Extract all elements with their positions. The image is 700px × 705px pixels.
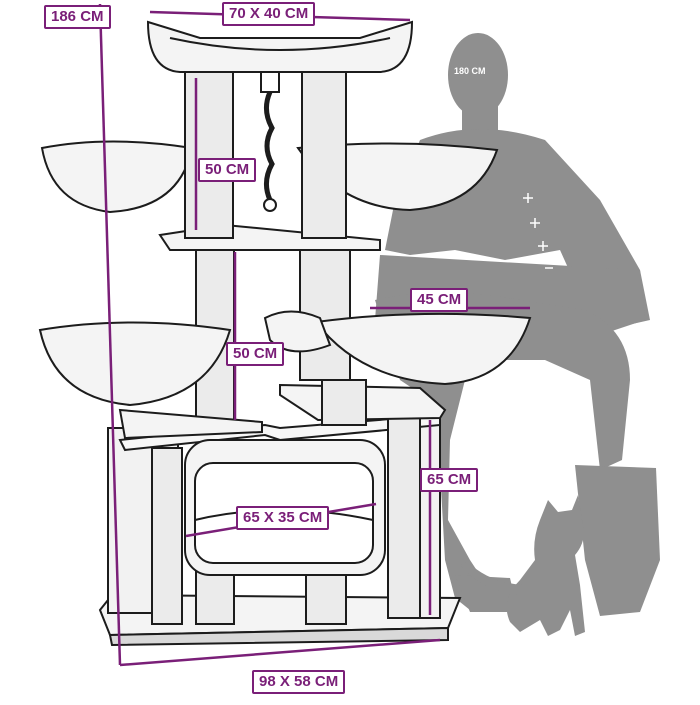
hammock-width-label: 45 CM [410, 288, 469, 312]
middle-post-height-label: 50 CM [226, 342, 285, 366]
hammocks [38, 140, 532, 407]
total-height-label: 186 CM [44, 5, 111, 29]
base-platform [98, 593, 462, 647]
cave-size-label: 65 X 35 CM [236, 506, 330, 530]
upper-post-height-label: 50 CM [198, 158, 257, 182]
rope-toy [260, 69, 280, 212]
cat-silhouette [460, 495, 585, 636]
base-post-height-label: 65 CM [420, 468, 479, 492]
person-height-label: 180 CM [454, 66, 486, 76]
person-marks [523, 193, 553, 269]
upper-posts [184, 61, 347, 239]
base-size-label: 98 X 58 CM [252, 670, 346, 694]
top-bed-size-label: 70 X 40 CM [222, 2, 316, 26]
top-bed [146, 20, 414, 73]
